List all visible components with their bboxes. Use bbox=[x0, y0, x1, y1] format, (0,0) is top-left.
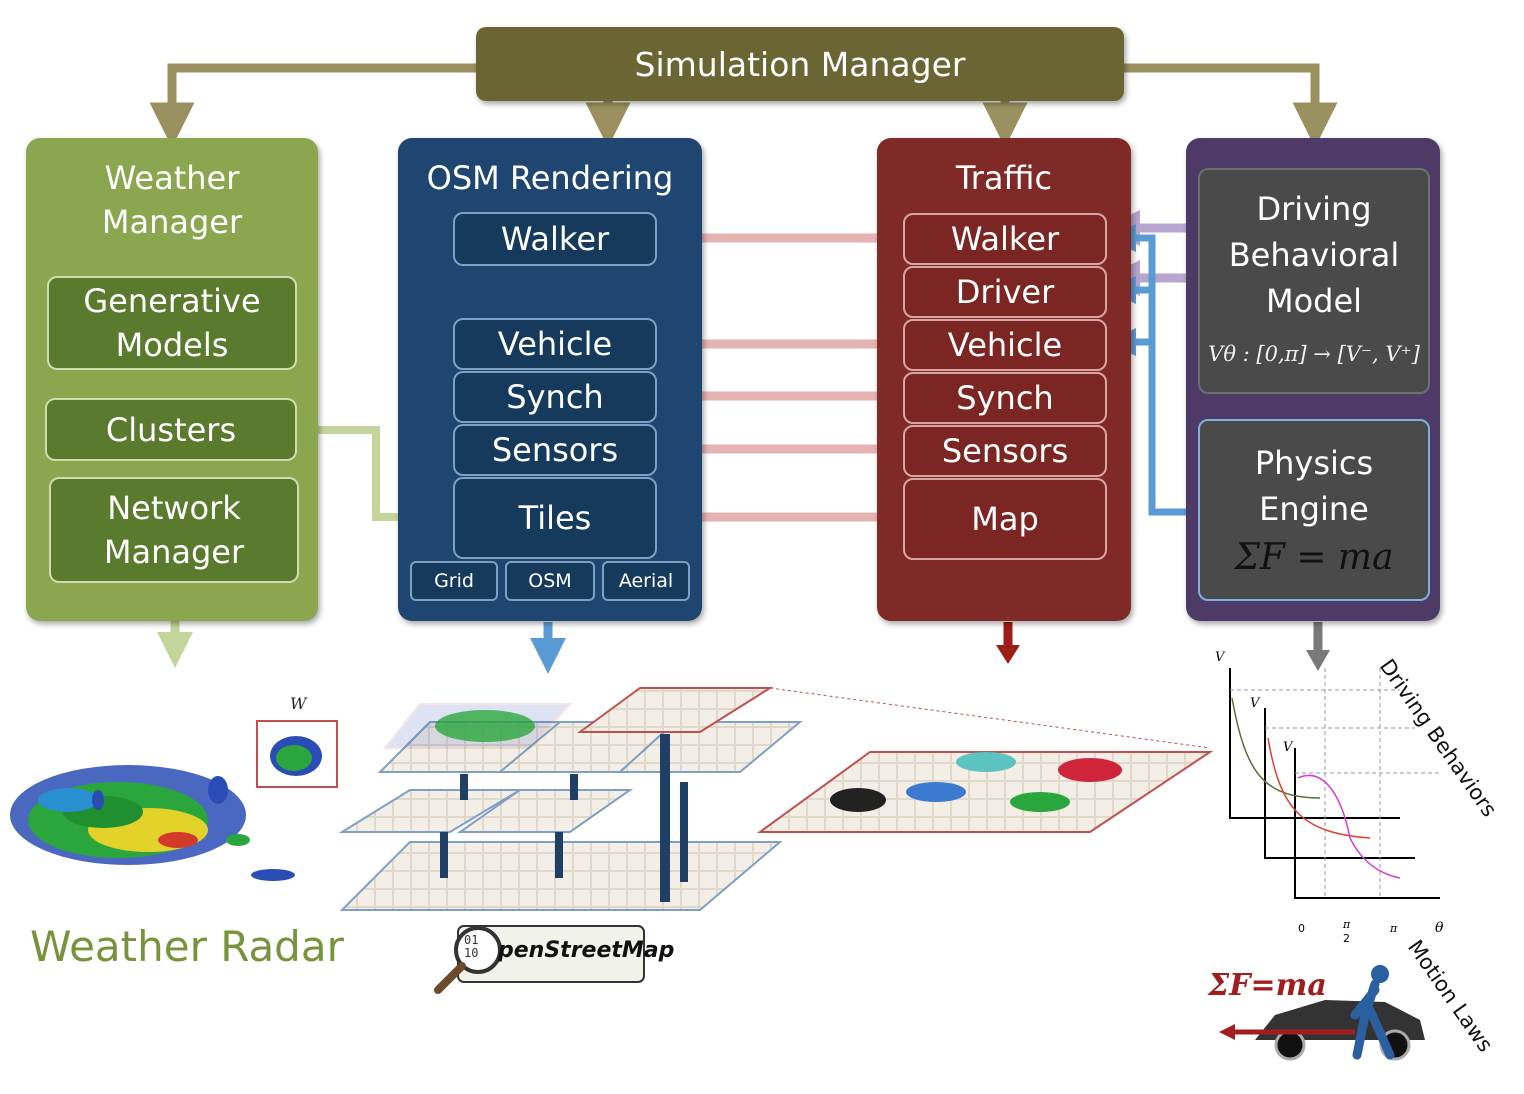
tile-mode-osm[interactable]: OSM bbox=[505, 561, 595, 601]
force-label: ΣF=ma bbox=[1208, 968, 1327, 1003]
plot-pi-label: π bbox=[1390, 922, 1398, 935]
osm-sensors-box[interactable]: Sensors bbox=[453, 424, 657, 476]
manager-arrows bbox=[149, 63, 1338, 148]
openstreetmap-logo: 01 10 penStreetMap bbox=[430, 920, 674, 994]
plot-half-pi-den: 2 bbox=[1343, 932, 1350, 945]
osm-synch-box[interactable]: Synch bbox=[453, 371, 657, 423]
traffic-walker-box[interactable]: Walker bbox=[903, 213, 1107, 265]
weather-radar-image bbox=[10, 765, 295, 881]
plot-theta-label: θ bbox=[1435, 920, 1444, 936]
physics-formula: ΣF = ma bbox=[1234, 537, 1394, 578]
weather-radar-caption: Weather Radar bbox=[30, 922, 344, 971]
tile-mode-grid[interactable]: Grid bbox=[410, 561, 498, 601]
driving-behavioral-model-box[interactable]: Driving Behavioral Model Vθ : [0,π] → [V… bbox=[1198, 168, 1430, 394]
network-manager-box[interactable]: Network Manager bbox=[49, 477, 299, 583]
radar-cluster-inset bbox=[256, 720, 338, 788]
simulation-manager-box[interactable]: Simulation Manager bbox=[476, 27, 1124, 101]
osm-walker-box[interactable]: Walker bbox=[453, 212, 657, 266]
osm-tiles-box[interactable]: Tiles bbox=[453, 477, 657, 559]
osm-logo-bits: 01 10 bbox=[464, 933, 479, 960]
physics-engine-box[interactable]: Physics Engine ΣF = ma bbox=[1198, 419, 1430, 601]
weather-manager-title: Weather Manager bbox=[101, 159, 243, 241]
traffic-map-box[interactable]: Map bbox=[903, 478, 1107, 560]
osm-tile-stack bbox=[338, 687, 1214, 911]
traffic-sensors-box[interactable]: Sensors bbox=[903, 425, 1107, 477]
driving-behavioral-model-title: Driving Behavioral Model bbox=[1228, 190, 1400, 320]
radar-cluster-blob bbox=[270, 736, 322, 776]
plot-zero-label: 0 bbox=[1298, 922, 1305, 935]
tile-mode-aerial[interactable]: Aerial bbox=[602, 561, 690, 601]
sync-arrows bbox=[654, 220, 903, 535]
simulation-manager-label: Simulation Manager bbox=[634, 44, 966, 84]
osm-vehicle-box[interactable]: Vehicle bbox=[453, 318, 657, 370]
traffic-synch-box[interactable]: Synch bbox=[903, 372, 1107, 424]
driving-behavior-plots bbox=[1229, 668, 1440, 899]
traffic-title: Traffic bbox=[955, 159, 1053, 197]
traffic-driver-box[interactable]: Driver bbox=[903, 266, 1107, 318]
osm-rendering-title: OSM Rendering bbox=[426, 159, 674, 197]
radar-blobs bbox=[10, 765, 295, 881]
motion-laws-image bbox=[1219, 965, 1425, 1061]
osm-logo-text: penStreetMap bbox=[498, 938, 675, 963]
plot-vn-label: V bbox=[1250, 696, 1260, 711]
plot-half-pi-num: π bbox=[1343, 918, 1351, 931]
clusters-box[interactable]: Clusters bbox=[45, 398, 297, 461]
traffic-cars bbox=[830, 752, 1122, 812]
radar-w-label: W bbox=[290, 694, 307, 713]
physics-engine-title: Physics Engine bbox=[1254, 444, 1374, 528]
plot-vk-label: V bbox=[1215, 650, 1225, 665]
plot-vi-label: V bbox=[1283, 740, 1293, 755]
generative-models-box[interactable]: Generative Models bbox=[47, 276, 297, 370]
osm-logo-graphic bbox=[434, 925, 645, 994]
traffic-vehicle-box[interactable]: Vehicle bbox=[903, 319, 1107, 371]
behavior-formula: Vθ : [0,π] → [V⁻, V⁺] bbox=[1208, 342, 1420, 366]
